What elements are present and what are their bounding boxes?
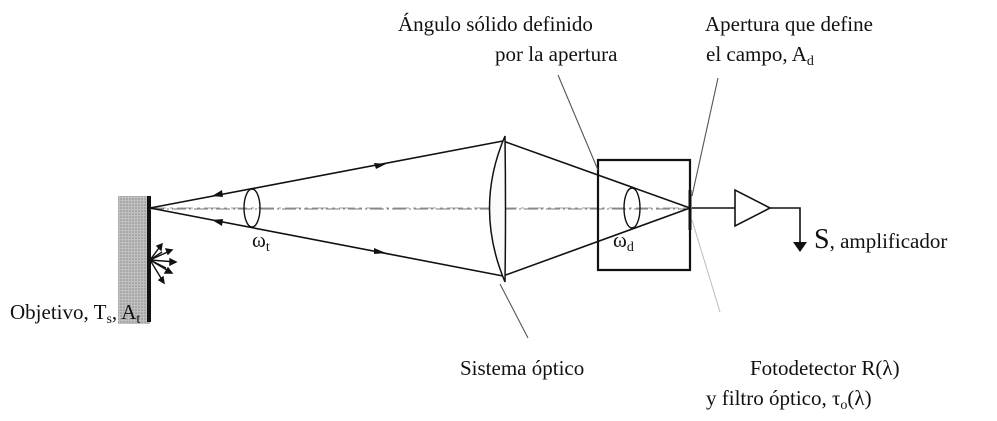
ground-arrow (793, 242, 807, 252)
solid-angle-label-line2: por la apertura (495, 42, 618, 66)
detector-leader (691, 219, 721, 313)
solid-angle-label-line1: Ángulo sólido definido (398, 12, 593, 36)
target-shading (118, 196, 150, 324)
omega-d-label: ωd (613, 228, 634, 255)
omega-t-label: ωt (252, 228, 270, 255)
detector-label-line2: y filtro óptico, τo(λ) (706, 386, 872, 413)
target-label: Objetivo, Ts, At (10, 300, 141, 327)
amplifier-output (770, 207, 801, 242)
solid-angle-leader (557, 74, 599, 171)
aperture-label-line1: Apertura que define (705, 12, 873, 36)
optical-system-label: Sistema óptico (460, 356, 585, 380)
lens (488, 135, 507, 283)
aperture-leader (691, 77, 719, 197)
amplifier-triangle (734, 188, 772, 228)
amplifier-label: S, amplificador (814, 224, 948, 255)
omega-t-ellipse (243, 188, 261, 228)
detector-label-line1: Fotodetector R(λ) (750, 356, 900, 380)
lens-leader-line (499, 283, 529, 339)
omega-d-ellipse (623, 187, 641, 229)
ray-direction-arrows (212, 163, 386, 254)
ray-bundle (149, 140, 691, 277)
emission-rays (149, 242, 178, 285)
aperture-label-line2: el campo, Ad (706, 42, 814, 69)
detector-housing (596, 158, 692, 272)
